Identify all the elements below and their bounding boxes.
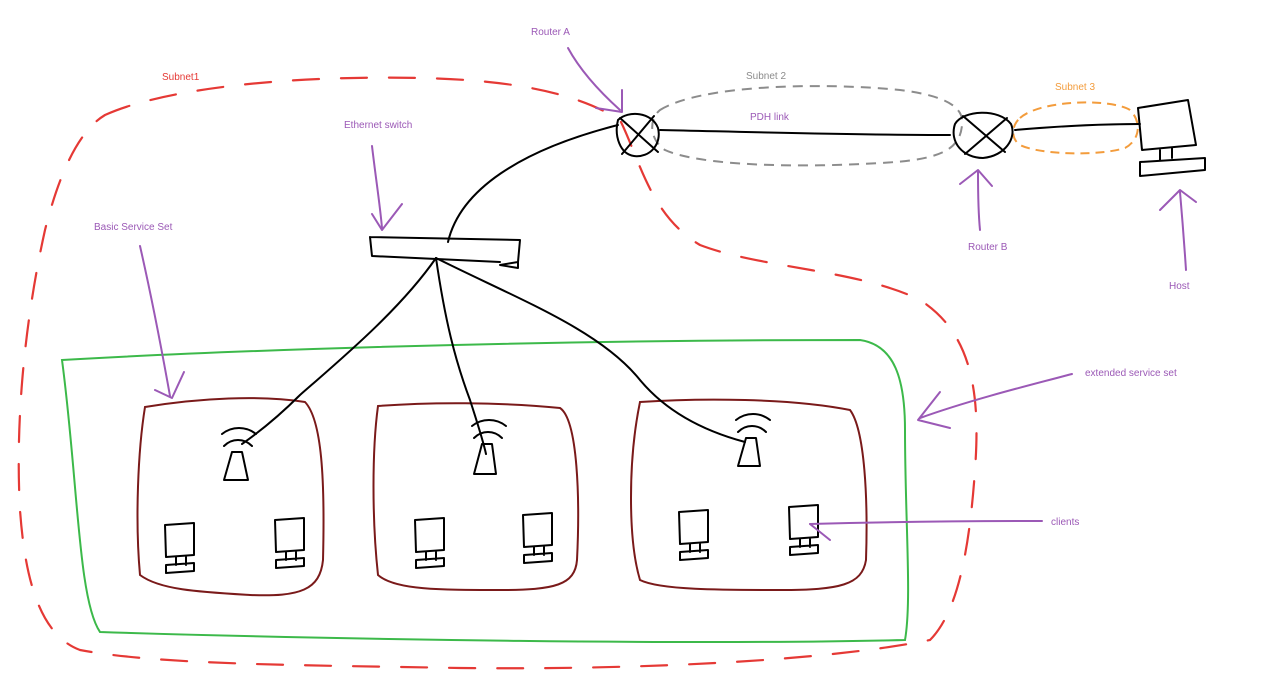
client-computer-icon <box>678 509 709 561</box>
host-computer-icon <box>1137 99 1206 177</box>
access-point-icon <box>471 419 507 475</box>
client-computer-icon <box>522 512 553 564</box>
wire-router-b-to-host <box>1014 123 1141 131</box>
wire-switch-to-ap-3 <box>435 257 746 443</box>
subnet2-boundary <box>651 85 964 167</box>
subnet3-boundary <box>1012 101 1139 155</box>
arrow-icon <box>139 245 185 399</box>
client-computer-icon <box>414 517 445 569</box>
arrow-icon <box>1159 189 1197 271</box>
subnet1-label: Subnet1 <box>162 72 200 83</box>
wire-switch-to-ap-2 <box>435 257 487 455</box>
bss-box-1 <box>136 397 325 597</box>
wire-switch-to-router-a <box>447 124 619 243</box>
arrow-icon <box>371 145 403 231</box>
router-icon <box>952 111 1014 159</box>
client-computer-icon <box>274 517 305 569</box>
pdh-link-label: PDH link <box>750 112 790 123</box>
access-point-icon <box>735 413 771 467</box>
extended-service-set-label: extended service set <box>1085 368 1177 379</box>
router-b-label: Router B <box>968 242 1008 253</box>
wire-switch-to-ap-1 <box>241 257 437 445</box>
ess-boundary <box>60 338 910 644</box>
wire-pdh-link <box>659 129 951 136</box>
client-computer-icon <box>788 504 819 556</box>
bss-box-2 <box>372 402 580 592</box>
router-icon <box>615 112 660 158</box>
switch-icon <box>369 236 521 269</box>
arrow-icon <box>809 520 1043 541</box>
router-a-label: Router A <box>531 27 570 38</box>
access-point-icon <box>221 427 257 481</box>
host-label: Host <box>1169 281 1190 292</box>
subnet2-label: Subnet 2 <box>746 71 786 82</box>
basic-service-set-label: Basic Service Set <box>94 222 173 233</box>
client-computer-icon <box>164 522 195 574</box>
clients-label: clients <box>1051 517 1079 528</box>
arrow-icon <box>959 169 993 231</box>
arrow-icon <box>567 47 623 113</box>
wires <box>241 123 1141 455</box>
arrow-icon <box>917 373 1073 429</box>
subnet3-label: Subnet 3 <box>1055 82 1095 93</box>
ethernet-switch-label: Ethernet switch <box>344 120 412 131</box>
subnet1-boundary <box>17 76 978 670</box>
bss-box-3 <box>630 398 868 592</box>
annotation-arrows <box>139 47 1197 541</box>
